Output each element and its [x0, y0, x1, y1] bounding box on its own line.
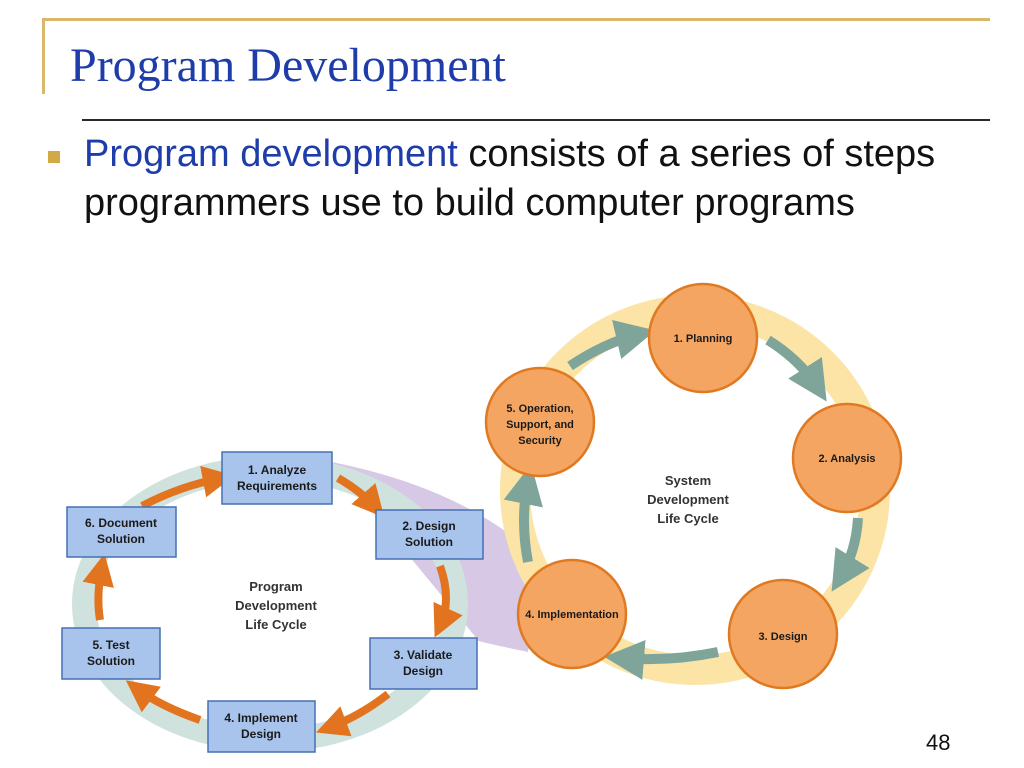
sdlc-phase-2-label: 2. Analysis: [818, 453, 875, 465]
pdlc-step-4: 4. Implement Design: [207, 700, 316, 753]
sdlc-phase-5-line-2: Support, and: [506, 419, 574, 431]
sdlc-phase-5: 5. Operation, Support, and Security: [484, 366, 596, 478]
sdlc-arrow-4-5: [503, 464, 543, 563]
pdlc-step-3-line-1: 3. Validate: [394, 648, 453, 662]
sdlc-arrow-5-1: [567, 320, 656, 371]
sdlc-phase-3-label: 3. Design: [759, 631, 808, 643]
pdlc-arrow-5-6: [82, 553, 114, 621]
pdlc-step-4-line-1: 4. Implement: [224, 711, 297, 725]
frame-accent-horizontal: [42, 18, 990, 21]
pdlc-step-5-line-2: Solution: [87, 654, 135, 668]
pdlc-step-6-line-1: 6. Document: [85, 516, 157, 530]
pdlc-step-5: 5. Test Solution: [61, 627, 161, 680]
pdlc-arrow-1-2: [335, 474, 385, 518]
pdlc-arrow-2-3: [433, 564, 463, 638]
slide-number: 48: [926, 730, 951, 755]
sdlc-center-line-1: System: [665, 473, 711, 488]
sdlc-phase-5-line-3: Security: [518, 435, 562, 447]
pdlc-step-1-line-1: 1. Analyze: [248, 463, 307, 477]
pdlc-step-2: 2. Design Solution: [375, 509, 484, 560]
bullet-square-icon: [48, 151, 60, 163]
pdlc-step-4-line-2: Design: [241, 727, 281, 741]
pdlc-step-6-line-2: Solution: [97, 532, 145, 546]
pdlc-center-line-3: Life Cycle: [245, 617, 306, 632]
pdlc-step-1: 1. Analyze Requirements: [221, 451, 333, 505]
pdlc-arrow-4-5: [125, 680, 202, 724]
sdlc-arrow-2-3: [831, 517, 870, 592]
pdlc-arrow-3-4: [316, 690, 391, 737]
pdlc-center-label: Program Development Life Cycle: [235, 579, 317, 632]
sdlc-phase-5-line-1: 5. Operation,: [506, 403, 573, 415]
sdlc-phase-4-label: 4. Implementation: [525, 609, 619, 621]
pdlc-step-2-line-2: Solution: [405, 535, 453, 549]
sdlc-phase-1: 1. Planning: [647, 282, 759, 394]
pdlc-step-5-line-1: 5. Test: [92, 638, 129, 652]
slide-title: Program Development: [70, 39, 506, 92]
sdlc-phase-1-label: 1. Planning: [674, 333, 733, 345]
sdlc-phase-4: 4. Implementation: [516, 558, 628, 670]
pdlc-arrows: [82, 465, 463, 737]
sdlc-phase-3: 3. Design: [727, 578, 839, 690]
title-divider: [82, 119, 990, 121]
sdlc-arrows: [503, 320, 870, 680]
frame-accent-vertical: [42, 18, 45, 94]
pdlc-center-line-2: Development: [235, 598, 317, 613]
sdlc-center-label: System Development Life Cycle: [647, 473, 729, 526]
bullet-definition: consists of a series of steps programmer…: [84, 133, 936, 224]
pdlc-step-3: 3. Validate Design: [369, 637, 478, 690]
bullet-term: Program development: [84, 133, 458, 175]
bullet-text: Program development consists of a series…: [84, 130, 964, 228]
sdlc-center-line-3: Life Cycle: [657, 511, 718, 526]
pdlc-step-2-line-1: 2. Design: [402, 519, 455, 533]
pdlc-center-line-1: Program: [249, 579, 302, 594]
pdlc-step-6: 6. Document Solution: [66, 506, 177, 558]
pdlc-step-1-line-2: Requirements: [237, 479, 317, 493]
pdlc-step-3-line-2: Design: [403, 664, 443, 678]
sdlc-center-line-2: Development: [647, 492, 729, 507]
pdlc-arrow-6-1: [140, 465, 235, 510]
sdlc-arrow-1-2: [765, 335, 827, 402]
sdlc-arrow-3-4: [604, 639, 720, 680]
sdlc-phase-2: 2. Analysis: [791, 402, 903, 514]
